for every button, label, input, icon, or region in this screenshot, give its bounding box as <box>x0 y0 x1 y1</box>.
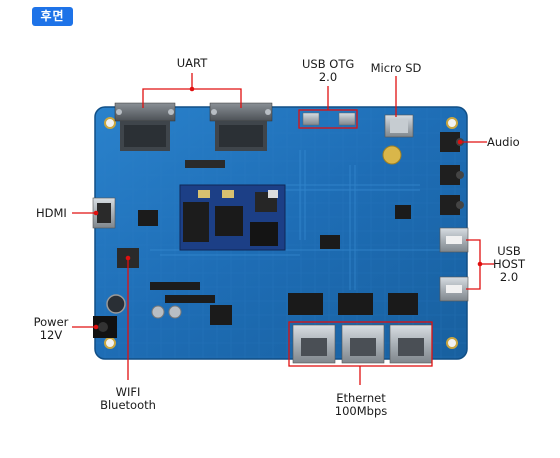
uart-connector-2 <box>209 102 273 151</box>
label-usb-otg: USB OTG 2.0 <box>302 57 355 84</box>
cpu-module <box>179 184 286 251</box>
ethernet-jacks <box>292 324 433 364</box>
callout-dots <box>93 86 483 330</box>
label-power: Power 12V <box>33 315 69 342</box>
label-micro-sd: Micro SD <box>370 61 422 75</box>
usb-host-ports <box>439 227 469 302</box>
label-uart: UART <box>176 56 208 70</box>
usb-otg-ports <box>302 112 356 126</box>
label-wifi-bluetooth: WIFI Bluetooth <box>100 385 156 412</box>
micro-sd-slot <box>382 114 414 165</box>
label-audio: Audio <box>487 135 520 149</box>
uart-connector-1 <box>114 102 176 151</box>
label-hdmi: HDMI <box>36 206 67 220</box>
hdmi-port <box>92 197 116 229</box>
label-ethernet: Ethernet 100Mbps <box>334 391 388 418</box>
audio-jacks <box>440 132 464 215</box>
capacitors <box>106 294 182 319</box>
back-side-badge: 후면 <box>32 7 73 26</box>
power-jack <box>93 316 117 338</box>
callout-lines <box>72 73 494 385</box>
ethernet-magnetics <box>288 293 418 315</box>
label-usb-host: USB HOST 2.0 <box>492 244 526 284</box>
